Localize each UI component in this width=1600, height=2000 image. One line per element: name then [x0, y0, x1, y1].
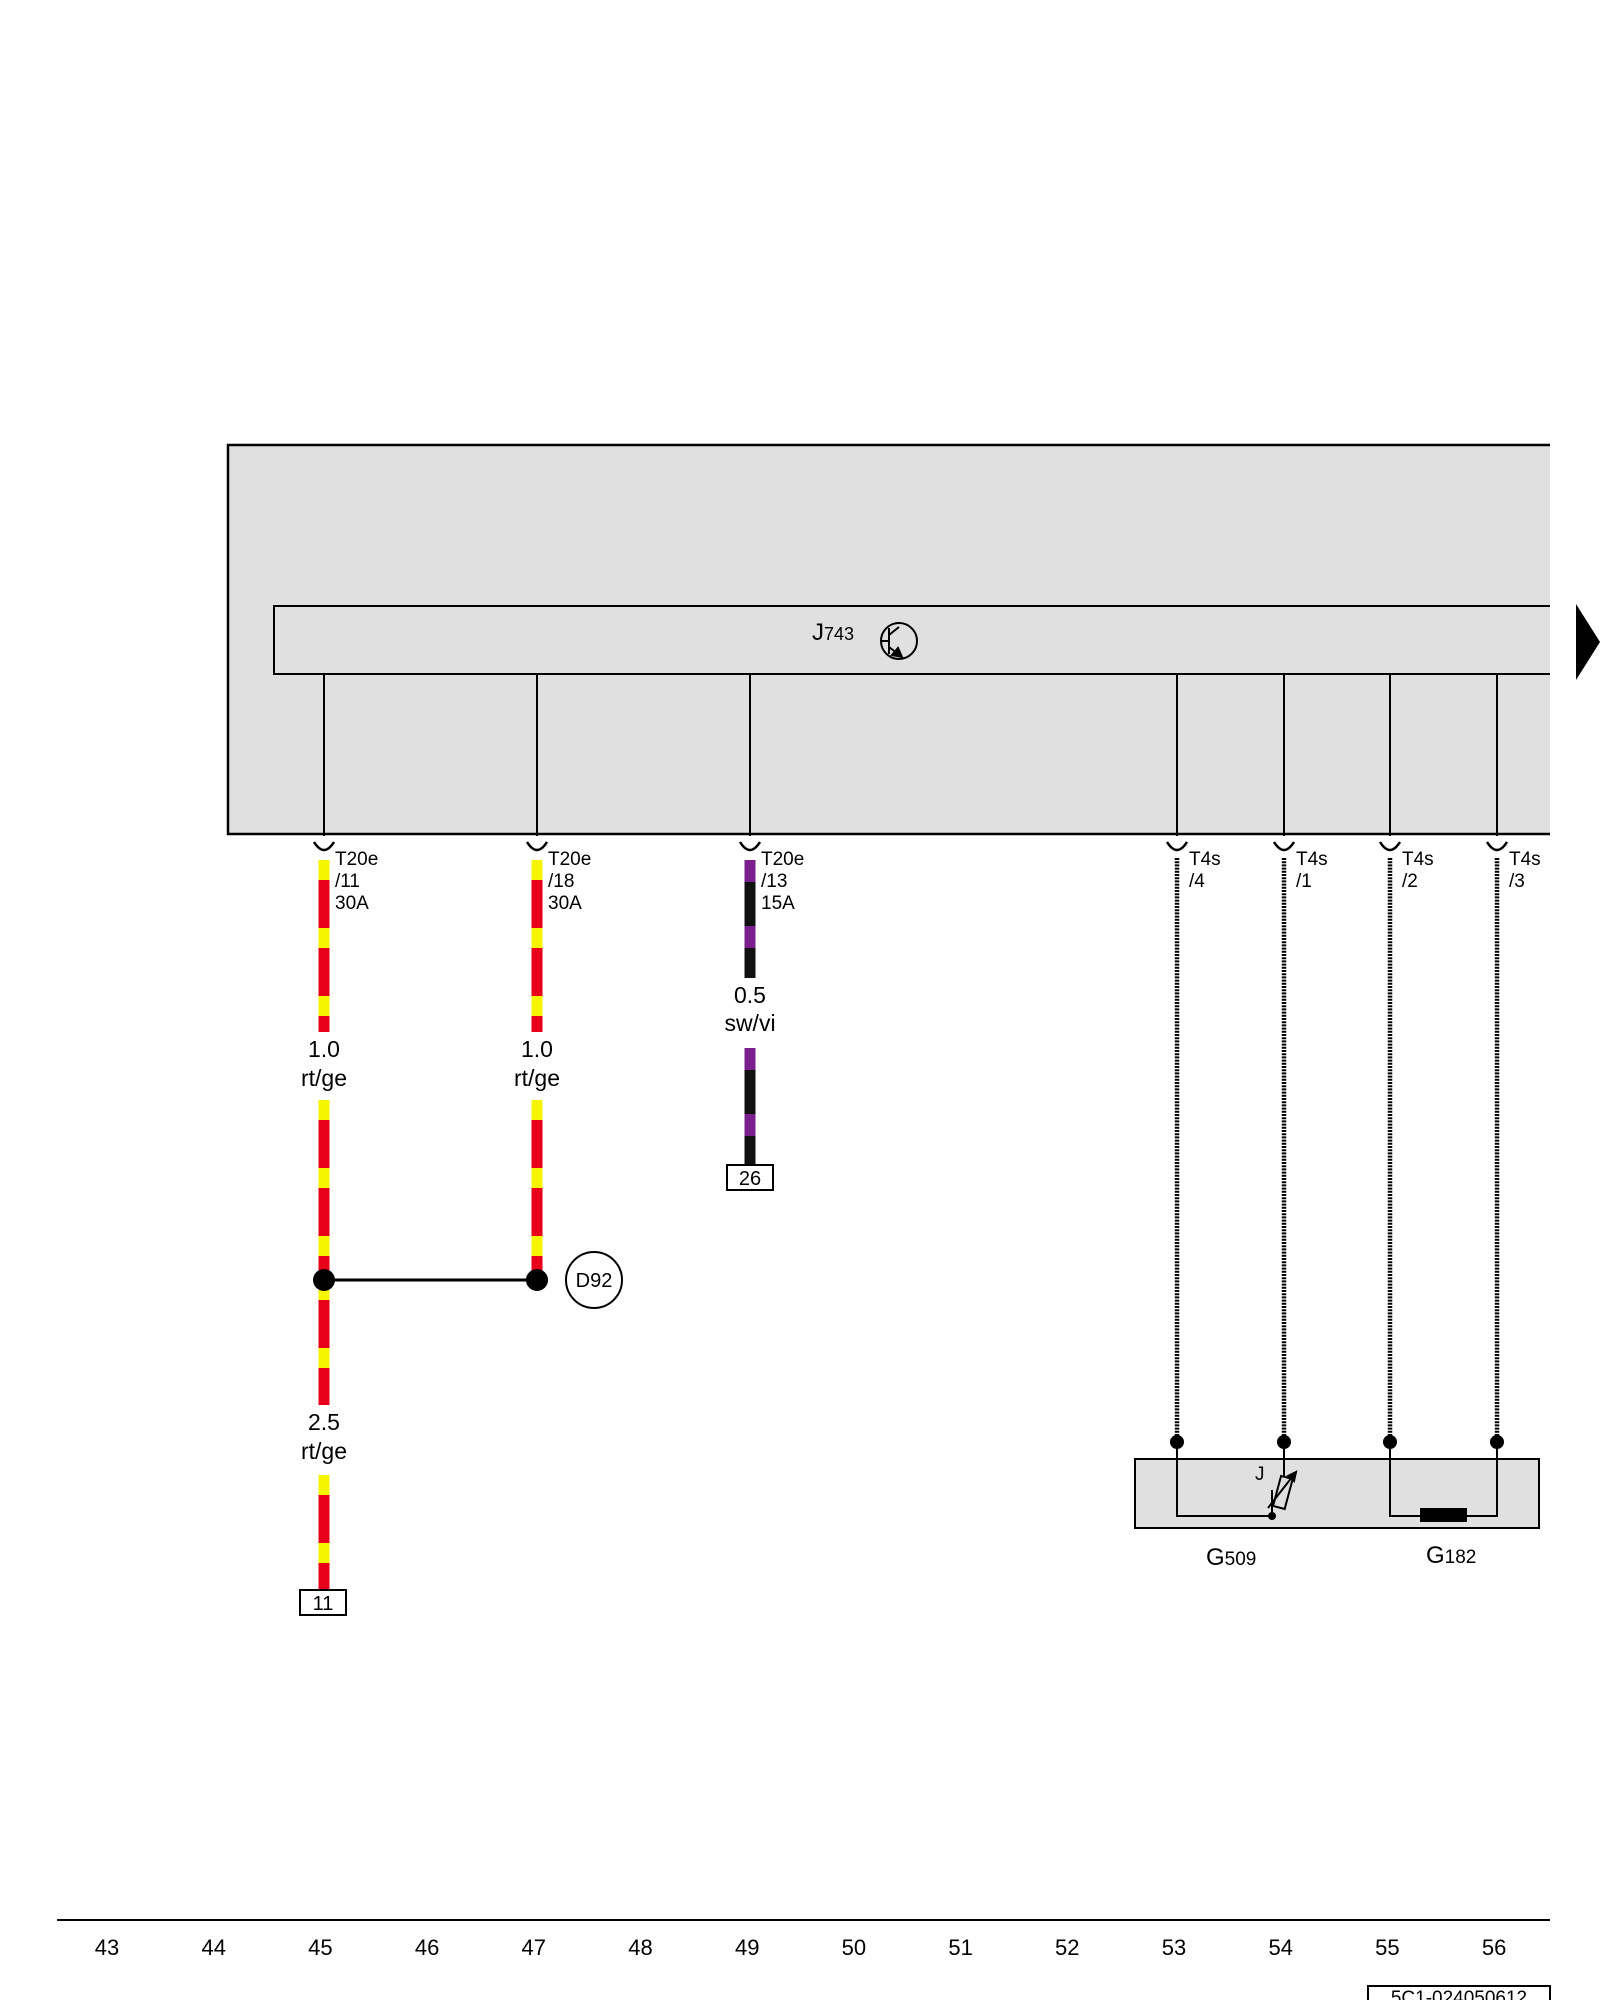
- wire-color: sw/vi: [724, 1010, 775, 1036]
- sensor-housing: [1134, 1435, 1540, 1529]
- pin-fuse: 30A: [548, 893, 582, 914]
- pin-conn: T4s: [1189, 849, 1221, 870]
- reference-box-11: 11: [299, 1589, 347, 1616]
- pin-socket-icon: [525, 841, 549, 852]
- pin-socket-icon: [1272, 841, 1296, 852]
- wire-color: rt/ge: [301, 1438, 347, 1464]
- sensor-wires: [1174, 858, 1500, 1442]
- pin-number: /11: [335, 871, 360, 892]
- pin-fuse: 15A: [761, 893, 795, 914]
- svg-text:11: 11: [313, 1593, 334, 1615]
- pin-number: /4: [1189, 871, 1205, 892]
- pin-socket-icon: [312, 841, 336, 852]
- wire-color: rt/ge: [514, 1065, 560, 1091]
- sensor-label-g182: G182: [1426, 1542, 1476, 1569]
- pin-number: /1: [1296, 871, 1312, 892]
- grid-number: 54: [1268, 1935, 1292, 1960]
- sensor-mark: J: [1255, 1464, 1265, 1485]
- pin-number: /2: [1402, 871, 1418, 892]
- pin-number: /18: [548, 871, 574, 892]
- svg-text:D92: D92: [576, 1270, 613, 1292]
- splice-node: [526, 1269, 548, 1291]
- wire-size: 1.0: [308, 1036, 340, 1062]
- pin-labels: T20e /11 30A T20e /18 30A T20e /13 15A T…: [335, 849, 1541, 914]
- grid-number: 48: [628, 1935, 652, 1960]
- grid-number: 45: [308, 1935, 332, 1960]
- pin-conn: T4s: [1509, 849, 1541, 870]
- unit-label: J743: [812, 619, 854, 646]
- internal-lines: [323, 674, 1498, 836]
- pin-socket-icon: [1485, 841, 1509, 852]
- wire-size: 1.0: [521, 1036, 553, 1062]
- pin-conn: T20e: [335, 849, 378, 870]
- reference-box-26: 26: [726, 1164, 774, 1191]
- grid-number: 53: [1162, 1935, 1186, 1960]
- grid-number: 46: [415, 1935, 439, 1960]
- splice-node: [313, 1269, 335, 1291]
- grid-number: 49: [735, 1935, 759, 1960]
- grid-number: 51: [948, 1935, 972, 1960]
- grid-number: 44: [201, 1935, 225, 1960]
- connector-pins: [312, 841, 1509, 852]
- pin-fuse: 30A: [335, 893, 369, 914]
- pin-socket-icon: [1165, 841, 1189, 852]
- heater-element-icon: [1420, 1508, 1467, 1522]
- grid-number: 52: [1055, 1935, 1079, 1960]
- grid-number: 50: [842, 1935, 866, 1960]
- pin-number: /3: [1509, 871, 1525, 892]
- pin-conn: T4s: [1296, 849, 1328, 870]
- document-code: 5C1-024050612: [1367, 1985, 1551, 2000]
- thermistor-icon: [1267, 1470, 1298, 1511]
- svg-text:26: 26: [739, 1168, 761, 1190]
- pin-conn: T4s: [1402, 849, 1434, 870]
- grid-numbers: 43 44 45 46 47 48 49 50 51 52 53 54 55 56: [95, 1935, 1507, 1960]
- wire-color: rt/ge: [301, 1065, 347, 1091]
- svg-text:5C1-024050612: 5C1-024050612: [1391, 1988, 1527, 2000]
- grid-number: 43: [95, 1935, 119, 1960]
- pin-conn: T20e: [761, 849, 804, 870]
- wire-size: 2.5: [308, 1409, 340, 1435]
- pin-socket-icon: [738, 841, 762, 852]
- pin-conn: T20e: [548, 849, 591, 870]
- sensor-label-g509: G509: [1206, 1544, 1256, 1571]
- pin-number: /13: [761, 871, 787, 892]
- grid-number: 56: [1482, 1935, 1506, 1960]
- grid-number: 55: [1375, 1935, 1399, 1960]
- grid-number: 47: [522, 1935, 546, 1960]
- colored-wires: [318, 860, 756, 1590]
- transistor-icon: [880, 622, 918, 660]
- wire-size: 0.5: [734, 982, 766, 1008]
- splice-label: D92: [565, 1251, 623, 1309]
- wire-labels: 1.0 rt/ge 1.0 rt/ge 0.5 sw/vi 2.5 rt/ge: [301, 982, 776, 1464]
- pin-socket-icon: [1378, 841, 1402, 852]
- continuation-arrow-icon: [1576, 604, 1600, 680]
